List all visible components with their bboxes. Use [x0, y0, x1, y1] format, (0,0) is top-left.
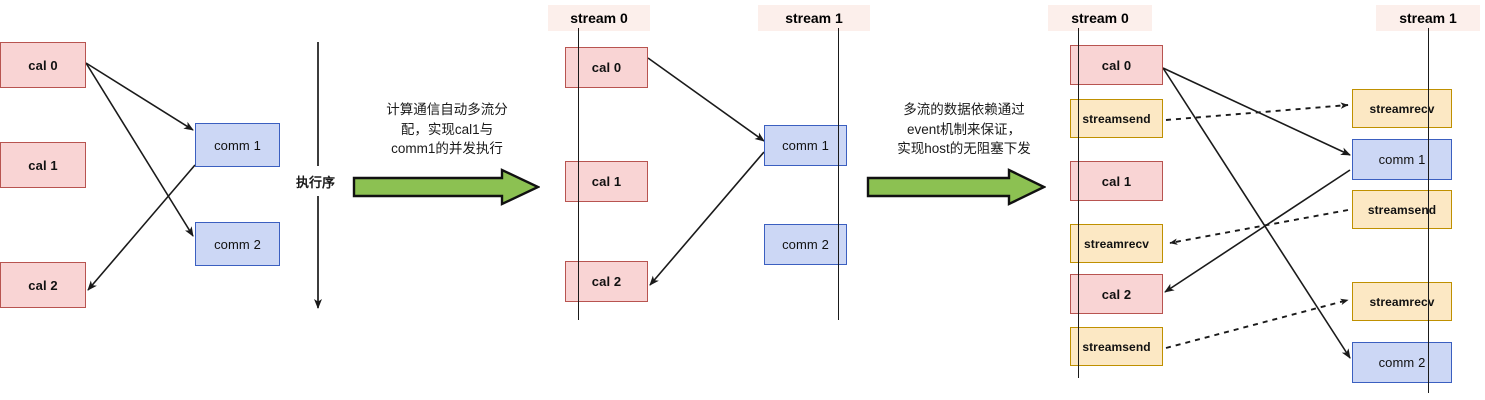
node-label: cal 0 — [591, 60, 622, 75]
node-label: comm 1 — [214, 137, 261, 153]
middle-stream1-comm-2[interactable]: comm 2 — [764, 224, 847, 265]
node-label: cal 2 — [28, 277, 58, 293]
transition-2-arrow — [866, 168, 1046, 206]
right-stream0-cal-1[interactable]: cal 1 — [1070, 161, 1163, 201]
transition-1-caption: 计算通信自动多流分 配，实现cal1与 comm1的并发执行 — [386, 102, 508, 157]
left-cal-2[interactable]: cal 2 — [0, 262, 86, 308]
middle-stream1-header: stream 1 — [758, 5, 870, 31]
right-stream0-streamsend-2[interactable]: streamsend — [1070, 327, 1163, 366]
node-label: comm 2 — [782, 237, 829, 252]
node-label: cal 0 — [28, 57, 58, 73]
right-stream1-comm-1[interactable]: comm 1 — [1352, 139, 1452, 180]
node-label: cal 1 — [28, 157, 58, 173]
node-label: cal 1 — [591, 174, 622, 189]
node-label: comm 2 — [214, 236, 261, 252]
middle-stream0-header: stream 0 — [548, 5, 650, 31]
right-stream0-cal-0[interactable]: cal 0 — [1070, 45, 1163, 85]
node-label: streamrecv — [1369, 294, 1435, 309]
node-label: comm 1 — [1378, 152, 1426, 167]
transition-1-arrow — [352, 168, 540, 206]
node-label: cal 1 — [1101, 173, 1132, 189]
node-label: streamrecv — [1369, 101, 1435, 116]
middle-stream1-timeline — [838, 28, 839, 320]
right-panel-event-arrows — [1165, 102, 1349, 349]
node-label: cal 0 — [1101, 57, 1132, 73]
node-label: streamsend — [1082, 339, 1151, 354]
node-label: cal 2 — [591, 274, 622, 289]
node-label: cal 2 — [1101, 286, 1132, 302]
node-label: streamrecv — [1083, 236, 1150, 251]
left-cal-1[interactable]: cal 1 — [0, 142, 86, 188]
right-stream0-streamrecv-1[interactable]: streamrecv — [1070, 224, 1163, 263]
node-label: streamsend — [1367, 202, 1437, 217]
right-stream1-timeline — [1428, 28, 1429, 393]
right-stream1-streamrecv-2[interactable]: streamrecv — [1352, 282, 1452, 321]
right-stream1-header: stream 1 — [1376, 5, 1480, 31]
right-stream0-timeline — [1078, 28, 1079, 378]
left-panel-arrows — [85, 62, 196, 291]
right-stream0-cal-2[interactable]: cal 2 — [1070, 274, 1163, 314]
exec-order-label: 执行序 — [296, 175, 336, 190]
right-stream0-header: stream 0 — [1048, 5, 1152, 31]
left-comm-2[interactable]: comm 2 — [195, 222, 280, 266]
right-stream1-streamsend-1[interactable]: streamsend — [1352, 190, 1452, 229]
right-stream0-streamsend-1[interactable]: streamsend — [1070, 99, 1163, 138]
right-stream1-comm-2[interactable]: comm 2 — [1352, 342, 1452, 383]
middle-panel-arrows — [647, 57, 765, 286]
node-label: comm 2 — [1378, 355, 1426, 370]
node-label: comm 1 — [782, 138, 829, 153]
right-stream1-streamrecv-1[interactable]: streamrecv — [1352, 89, 1452, 128]
transition-2-caption: 多流的数据依赖通过 event机制来保证， 实现host的无阻塞下发 — [897, 102, 1031, 157]
node-label: streamsend — [1082, 111, 1151, 126]
right-panel-solid-arrows — [1162, 67, 1351, 359]
left-comm-1[interactable]: comm 1 — [195, 123, 280, 167]
middle-stream0-timeline — [578, 28, 579, 320]
left-cal-0[interactable]: cal 0 — [0, 42, 86, 88]
middle-stream1-comm-1[interactable]: comm 1 — [764, 125, 847, 166]
